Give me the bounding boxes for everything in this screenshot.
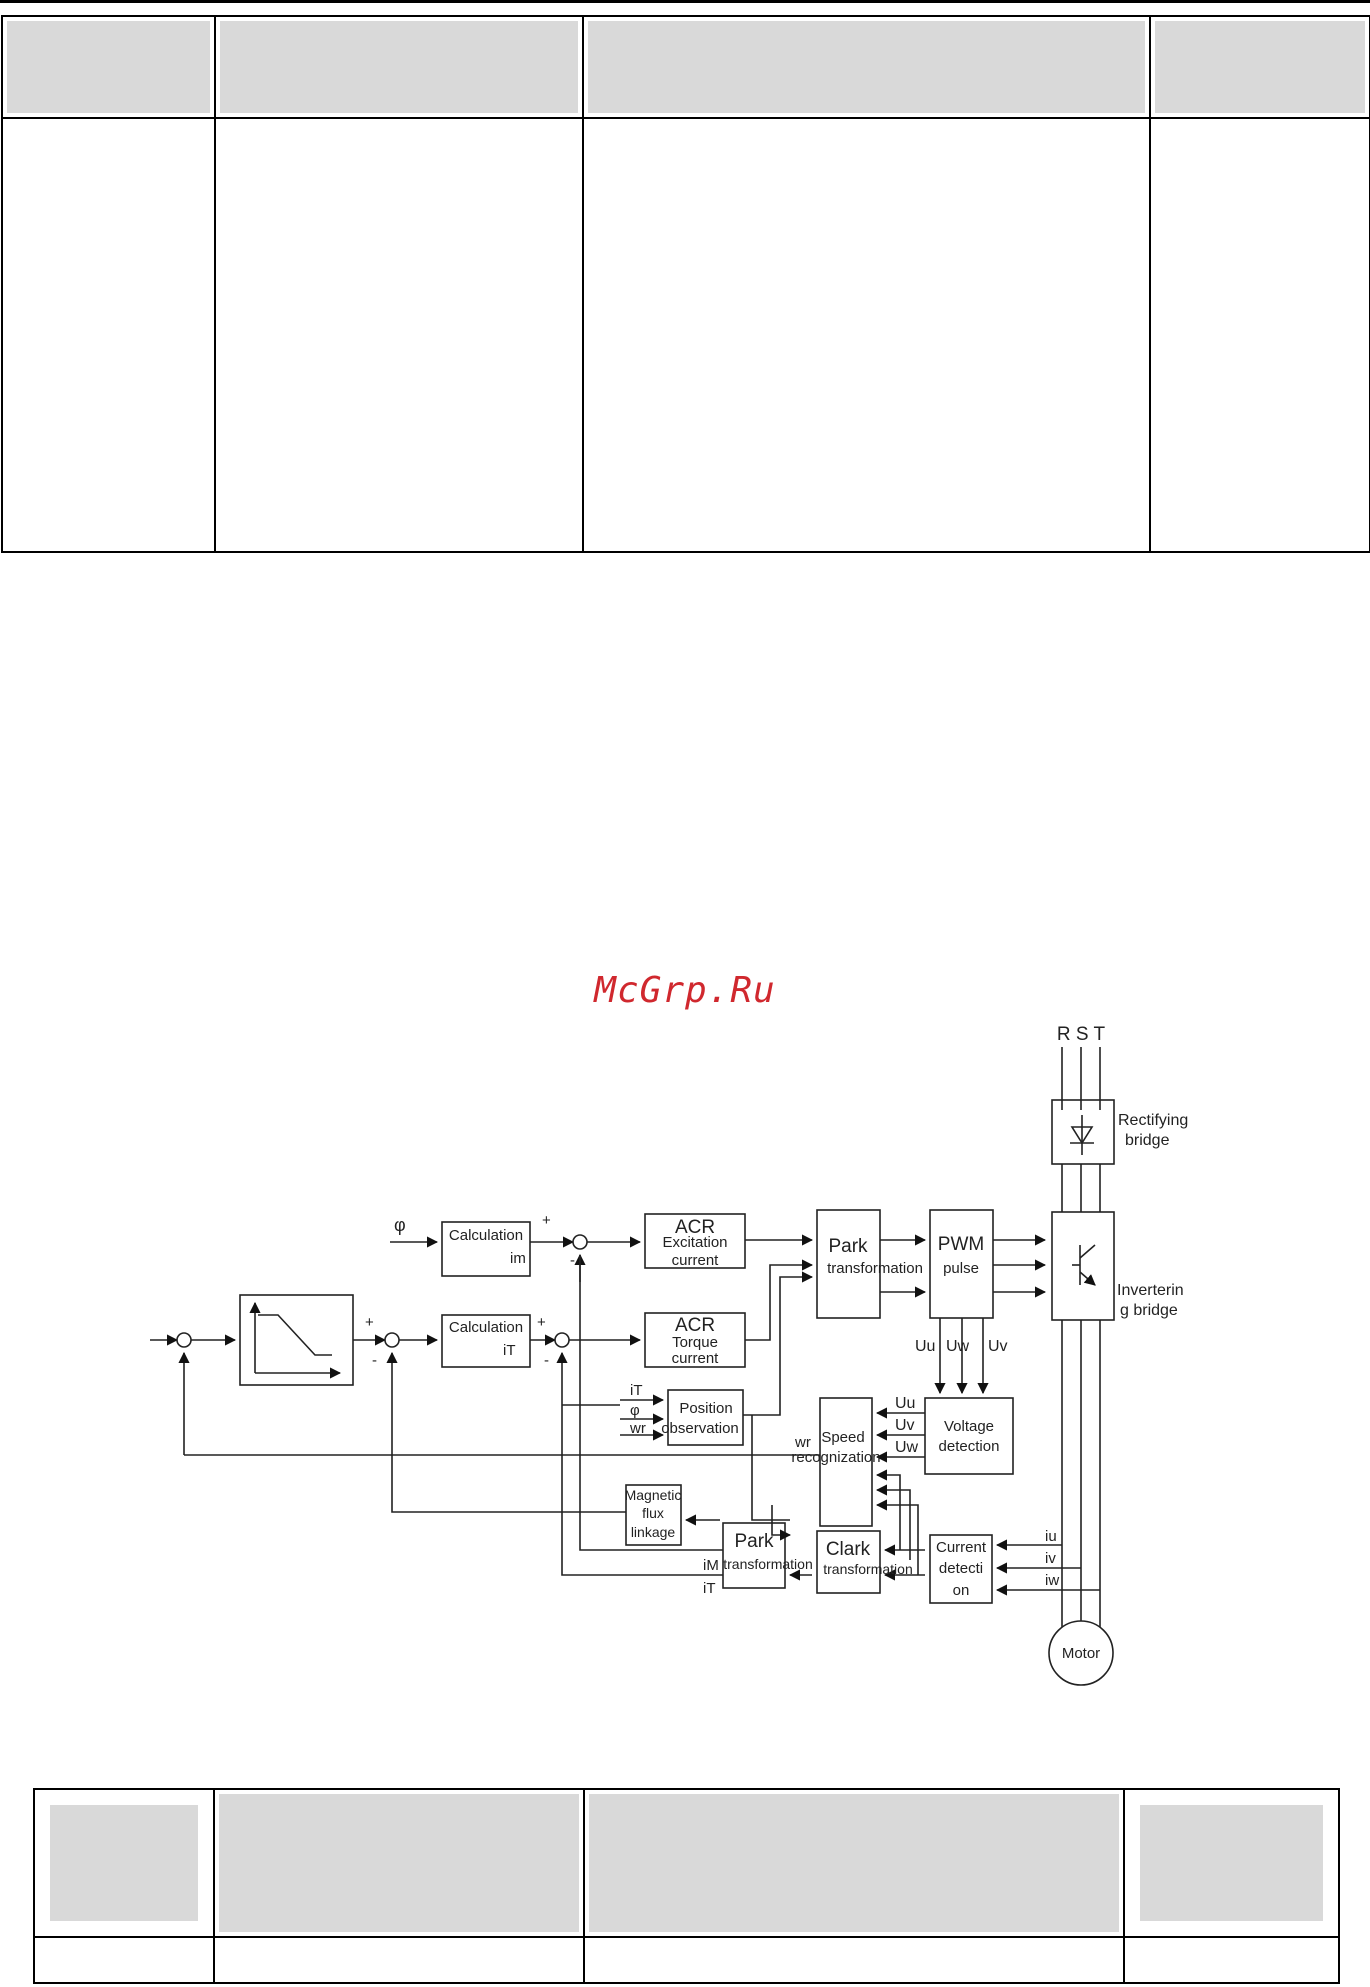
motor-label: Motor xyxy=(1062,1645,1100,1662)
table-cell xyxy=(213,1936,585,1984)
clark-label-1: Clark xyxy=(826,1539,871,1560)
table-cell xyxy=(1149,117,1370,553)
acr-torque-label-3: current xyxy=(672,1350,720,1367)
header-cell xyxy=(213,1788,585,1938)
header-cell xyxy=(1149,15,1370,119)
current-input-iw: iw xyxy=(1045,1572,1059,1589)
park-bottom-label-1: Park xyxy=(734,1531,774,1552)
sign-minus-2: - xyxy=(372,1352,377,1369)
position-observation-box xyxy=(667,1389,744,1446)
table-row xyxy=(1,117,1370,553)
header-cell xyxy=(214,15,584,119)
position-obs-label-2: observation xyxy=(661,1420,739,1437)
park-top-label-2: transformation xyxy=(827,1260,923,1277)
speed-wr-label: wr xyxy=(794,1434,811,1451)
mag-flux-label-3: linkage xyxy=(631,1524,676,1540)
current-detection-box xyxy=(929,1534,993,1604)
magnetic-flux-linkage-box xyxy=(625,1484,682,1546)
table-cell xyxy=(1123,1936,1340,1984)
inverter-bridge-box xyxy=(1051,1211,1115,1321)
position-obs-label-1: Position xyxy=(679,1400,732,1417)
acr-excitation-box xyxy=(644,1213,746,1269)
top-rule xyxy=(0,0,1370,3)
inverter-bridge-label-2: g bridge xyxy=(1120,1302,1178,1319)
sign-plus-3: + xyxy=(537,1314,546,1331)
rectifying-bridge-box xyxy=(1051,1099,1115,1165)
rst-label: R S T xyxy=(1057,1024,1106,1045)
acr-torque-label-1: ACR xyxy=(675,1315,715,1336)
calculation-im-box xyxy=(441,1221,531,1277)
phi-input-label: φ xyxy=(394,1215,406,1235)
park-transformation-bottom-box xyxy=(722,1522,786,1589)
speed-recognization-box xyxy=(819,1397,873,1527)
speed-rec-label-2: recognization xyxy=(791,1449,880,1466)
header-cell xyxy=(1,15,216,119)
rectifying-bridge-label-1: Rectifying xyxy=(1118,1112,1188,1129)
position-input-wr: wr xyxy=(629,1420,646,1437)
position-input-it: iT xyxy=(630,1382,643,1399)
vector-control-block-diagram: R S T Rectifying bridge Inverterin g bri… xyxy=(150,1024,1188,1686)
pwm-label-2: pulse xyxy=(943,1260,979,1277)
inverter-bridge-label-1: Inverterin xyxy=(1117,1282,1184,1299)
pwm-label-1: PWM xyxy=(938,1234,984,1255)
current-det-label-3: on xyxy=(953,1582,970,1599)
table-cell xyxy=(33,1936,215,1984)
header-cell xyxy=(1123,1788,1340,1938)
voltage-detection-box xyxy=(924,1397,1014,1475)
sign-plus-1: + xyxy=(542,1212,551,1229)
acr-excitation-label-3: current xyxy=(672,1252,720,1269)
calculation-it-box xyxy=(441,1314,531,1368)
position-input-phi: φ xyxy=(630,1402,640,1419)
acr-torque-label-2: Torque xyxy=(672,1334,718,1351)
table-row xyxy=(33,1936,1340,1984)
park-top-label-1: Park xyxy=(828,1236,868,1257)
voltage-det-label-2: detection xyxy=(939,1438,1000,1455)
sign-minus-1: - xyxy=(570,1252,575,1269)
speed-rec-label-1: Speed xyxy=(821,1429,864,1446)
calc-im-label-2: im xyxy=(510,1250,526,1267)
table-header-row xyxy=(33,1788,1340,1938)
calc-it-label-2: iT xyxy=(503,1342,516,1359)
table-cell xyxy=(583,1936,1125,1984)
park-bottom-output-im: iM xyxy=(703,1557,719,1574)
sign-minus-3: - xyxy=(544,1352,549,1369)
voltage-input-uw: Uw xyxy=(895,1439,919,1456)
calc-it-label-1: Calculation xyxy=(449,1319,523,1336)
table-bottom xyxy=(33,1788,1340,1984)
header-cell xyxy=(33,1788,215,1938)
header-cell xyxy=(583,1788,1125,1938)
header-cell xyxy=(582,15,1151,119)
current-det-label-2: detecti xyxy=(939,1560,983,1577)
voltage-det-label-1: Voltage xyxy=(944,1418,994,1435)
mag-flux-label-2: flux xyxy=(642,1505,664,1521)
rectifying-bridge-label-2: bridge xyxy=(1125,1132,1170,1149)
park-transformation-top-box xyxy=(816,1209,881,1319)
table-header-row xyxy=(1,15,1370,119)
clark-transformation-box xyxy=(816,1530,881,1594)
motor-symbol xyxy=(1048,1620,1114,1686)
mag-flux-label-1: Magnetic xyxy=(625,1487,682,1503)
current-input-iu: iu xyxy=(1045,1528,1057,1545)
park-bottom-output-it: iT xyxy=(703,1580,716,1597)
acr-excitation-label-1: ACR xyxy=(675,1217,715,1238)
pwm-output-uu: Uu xyxy=(915,1338,935,1355)
watermark: McGrp.Ru xyxy=(594,970,776,1011)
sign-plus-2: + xyxy=(365,1314,374,1331)
current-det-label-1: Current xyxy=(936,1539,987,1556)
table-cell xyxy=(582,117,1151,553)
park-bottom-label-2: transformation xyxy=(723,1556,812,1572)
limit-curve-box xyxy=(239,1294,354,1386)
table-top xyxy=(1,15,1370,553)
table-cell xyxy=(1,117,216,553)
current-input-iv: iv xyxy=(1045,1550,1056,1567)
calc-im-label-1: Calculation xyxy=(449,1227,523,1244)
table-cell xyxy=(214,117,584,553)
clark-label-2: transformation xyxy=(823,1561,912,1577)
voltage-input-uu: Uu xyxy=(895,1395,915,1412)
acr-excitation-label-2: Excitation xyxy=(662,1234,727,1251)
pwm-output-uw: Uw xyxy=(946,1338,970,1355)
pwm-output-uv: Uv xyxy=(988,1338,1008,1355)
voltage-input-uv: Uv xyxy=(895,1417,915,1434)
